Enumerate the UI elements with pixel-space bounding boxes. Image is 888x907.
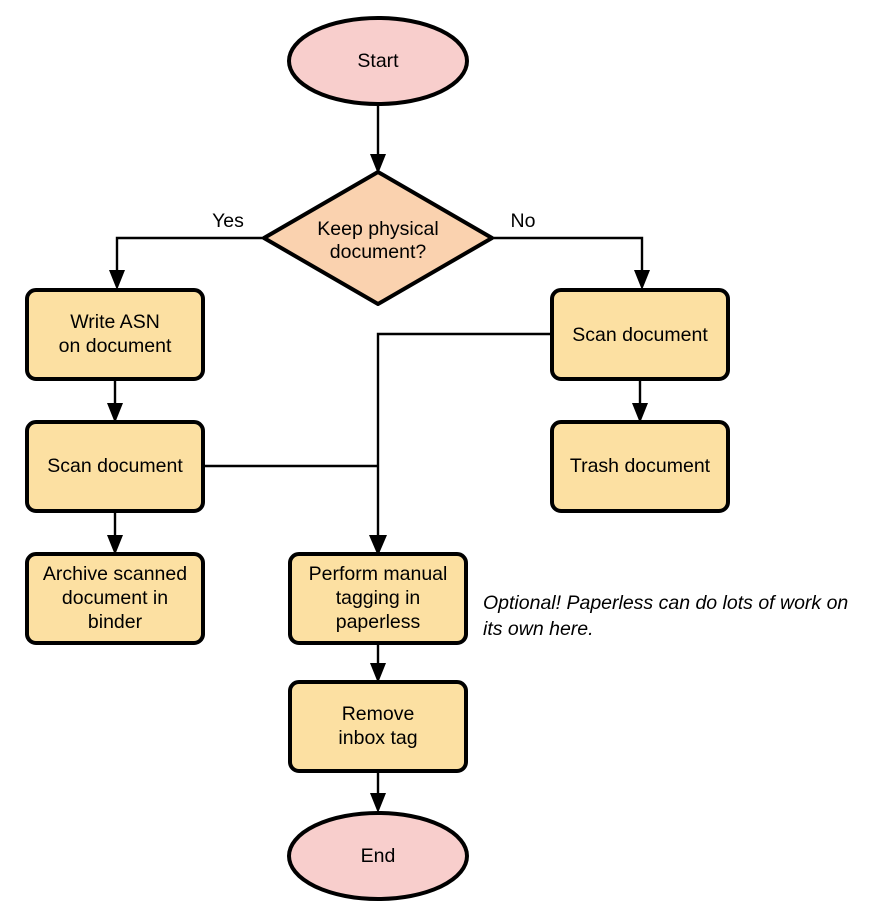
edge-scan-left-to-archive [107, 511, 123, 555]
remove-inbox-tag-box [288, 680, 468, 773]
node-remove-inbox-label-line2: inbox tag [338, 727, 417, 749]
node-start-label: Start [357, 50, 399, 72]
decision-diamond [262, 170, 494, 306]
edge-scan-right-to-tagging [369, 332, 552, 556]
node-end-label: End [361, 845, 396, 867]
optional-note-line1: Optional! Paperless can do lots of work … [483, 592, 848, 614]
edge-remove-inbox-to-end [370, 771, 386, 813]
edge-start-to-decision [370, 104, 386, 174]
optional-note-line2: its own here. [483, 618, 594, 640]
node-write-asn-label-line1: Write ASN [70, 311, 160, 333]
node-tagging-label-line1: Perform manual [309, 563, 448, 585]
node-remove-inbox-label-line1: Remove [342, 703, 415, 725]
edge-decision-no-to-scan-right [492, 236, 650, 290]
node-tagging-label-line3: paperless [336, 611, 421, 633]
node-remove-inbox-tag[interactable]: Remove inbox tag [288, 680, 468, 773]
node-perform-manual-tagging[interactable]: Perform manual tagging in paperless [288, 552, 468, 645]
node-end[interactable]: End [287, 811, 469, 901]
write-asn-box [25, 288, 205, 381]
node-write-asn-label-line2: on document [59, 335, 172, 357]
edge-label-yes: Yes [212, 210, 244, 232]
edge-decision-yes-to-write-asn [109, 236, 264, 290]
node-scan-document-left-label: Scan document [47, 455, 183, 477]
node-scan-document-left[interactable]: Scan document [25, 420, 205, 513]
start-ellipse [287, 16, 469, 106]
archive-box [25, 552, 205, 645]
node-archive-label-line2: document in [62, 587, 168, 609]
node-trash-document-label: Trash document [570, 455, 711, 477]
edge-write-asn-to-scan-left [107, 379, 123, 423]
scan-document-right-box [550, 288, 730, 381]
node-archive-label-line1: Archive scanned [43, 563, 187, 585]
node-scan-document-right[interactable]: Scan document [550, 288, 730, 381]
node-tagging-label-line2: tagging in [336, 587, 421, 609]
node-decision-label-line1: Keep physical [317, 218, 438, 240]
node-write-asn-on-document[interactable]: Write ASN on document [25, 288, 205, 381]
node-decision-keep-physical-document[interactable]: Keep physical document? [262, 170, 494, 306]
scan-document-left-box [25, 420, 205, 513]
tagging-box [288, 552, 468, 645]
end-ellipse [287, 811, 469, 901]
edge-label-no: No [511, 210, 536, 232]
node-archive-scanned-document[interactable]: Archive scanned document in binder [25, 552, 205, 645]
node-archive-label-line3: binder [88, 611, 143, 633]
annotation-optional-note: Optional! Paperless can do lots of work … [483, 592, 848, 640]
node-decision-label-line2: document? [330, 241, 427, 263]
trash-document-box [550, 420, 730, 513]
edge-scan-right-to-trash [632, 379, 648, 423]
node-scan-document-right-label: Scan document [572, 324, 708, 346]
node-trash-document[interactable]: Trash document [550, 420, 730, 513]
edge-tagging-to-remove-inbox [370, 643, 386, 683]
node-start[interactable]: Start [287, 16, 469, 106]
